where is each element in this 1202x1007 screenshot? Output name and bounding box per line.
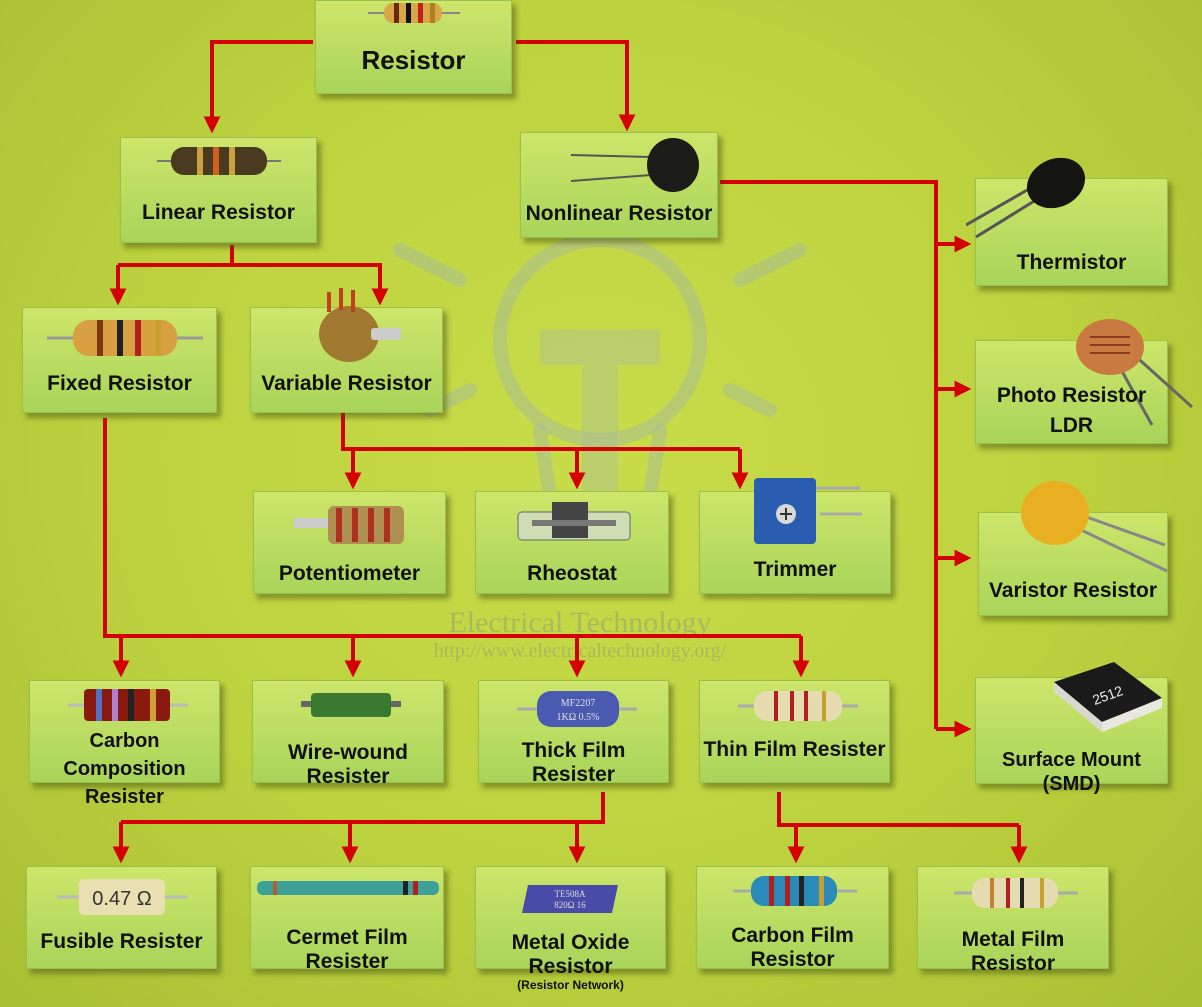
- node-label: Metal Oxide Resistor(Resistor Network): [511, 931, 630, 992]
- wire-nonlinear-branch: [720, 180, 938, 729]
- resistor-icon: [738, 691, 858, 721]
- svg-text:820Ω 16: 820Ω 16: [554, 900, 586, 910]
- thick-film-icon: MF2207 1KΩ 0.5%: [517, 691, 637, 727]
- wire-thick-split: [121, 792, 605, 824]
- thermistor-icon: [966, 157, 1086, 239]
- rheostat-icon: [517, 502, 631, 541]
- wire-linear-split: [118, 245, 234, 267]
- wire-fixed-split: [103, 418, 801, 638]
- resistor-network-icon: TE508A 820Ω 16: [522, 885, 618, 913]
- node-variable-resistor: Variable Resistor: [250, 288, 443, 413]
- svg-text:1KΩ 0.5%: 1KΩ 0.5%: [557, 712, 600, 723]
- node-fixed-resistor: Fixed Resistor: [22, 307, 217, 413]
- node-label: Fixed Resistor: [47, 372, 192, 395]
- node-linear-resistor: Linear Resistor: [120, 137, 317, 243]
- node-label: Thick Film Resister: [521, 739, 626, 786]
- node-smd: 2512 Surface Mount (SMD): [975, 662, 1168, 795]
- node-nonlinear-resistor: Nonlinear Resistor: [520, 132, 718, 238]
- smd-resistor-icon: 2512: [1054, 662, 1162, 732]
- arrow-resistor-nonlinear: [516, 40, 636, 132]
- rotary-potentiometer-icon: [319, 288, 401, 362]
- node-label: Carbon Film Resistor: [731, 924, 854, 971]
- resistor-icon: [368, 3, 460, 23]
- potentiometer-icon: [294, 506, 404, 544]
- node-label: Rheostat: [527, 562, 617, 585]
- node-label: Metal Film Resistor: [961, 928, 1065, 975]
- resistor-icon: [68, 689, 188, 721]
- watermark-url: http://www.electricaltechnology.org/: [433, 640, 727, 662]
- node-metal-film: Metal Film Resistor: [917, 866, 1109, 975]
- node-thermistor: Thermistor: [966, 157, 1168, 286]
- wire-variable-split: [341, 413, 740, 451]
- node-label: Linear Resistor: [142, 201, 295, 224]
- node-label: Resistor: [361, 45, 466, 75]
- node-label: Varistor Resistor: [988, 579, 1158, 602]
- svg-text:MF2207: MF2207: [561, 698, 595, 709]
- node-cermet-film: Cermet Film Resister: [250, 866, 444, 973]
- svg-text:0.47 Ω: 0.47 Ω: [92, 888, 151, 910]
- node-label: Wire-wound Resister: [288, 741, 408, 788]
- node-varistor: Varistor Resistor: [978, 481, 1168, 616]
- wire-wound-icon: [301, 693, 401, 717]
- node-thin-film: Thin Film Resister: [699, 680, 890, 783]
- node-label: Thermistor: [1016, 251, 1127, 274]
- resistor-icon: [47, 320, 203, 356]
- resistor-icon: [157, 147, 281, 175]
- node-wire-wound: Wire-wound Resister: [252, 680, 444, 788]
- fusible-resistor-icon: 0.47 Ω: [57, 879, 187, 915]
- node-resistor: Resistor: [315, 0, 512, 94]
- node-potentiometer: Potentiometer: [253, 491, 446, 594]
- node-label: Potentiometer: [278, 562, 421, 585]
- node-rheostat: Rheostat: [475, 491, 669, 594]
- resistor-icon: [954, 878, 1078, 908]
- ldr-icon: [1076, 319, 1194, 426]
- cermet-resistor-icon: [257, 881, 439, 895]
- node-fusible: 0.47 Ω Fusible Resister: [26, 866, 217, 969]
- trimmer-icon: [754, 478, 862, 544]
- node-label: Thin Film Resister: [703, 738, 886, 761]
- watermark-title: Electrical Technology: [448, 606, 712, 639]
- resistor-icon: [733, 876, 857, 906]
- node-thick-film: MF2207 1KΩ 0.5% Thick Film Resister: [478, 680, 669, 786]
- node-label: Cermet Film Resister: [286, 926, 408, 973]
- varistor-icon: [1021, 481, 1168, 573]
- node-label: Fusible Resister: [40, 930, 203, 953]
- svg-text:TE508A: TE508A: [555, 889, 586, 899]
- wire-thin-split: [777, 792, 1019, 827]
- node-label: Nonlinear Resistor: [525, 202, 713, 225]
- node-metal-oxide: TE508A 820Ω 16 Metal Oxide Resistor(Resi…: [475, 866, 666, 992]
- node-trimmer: Trimmer: [699, 478, 891, 594]
- node-label: Trimmer: [753, 558, 837, 581]
- node-carbon-film: Carbon Film Resistor: [696, 866, 889, 971]
- node-label: Variable Resistor: [261, 372, 432, 395]
- arrow-resistor-linear: [203, 40, 313, 134]
- thermistor-disc-icon: [571, 138, 699, 192]
- arrow-linear-variable: [232, 263, 389, 306]
- node-label: Surface Mount (SMD): [1002, 749, 1141, 795]
